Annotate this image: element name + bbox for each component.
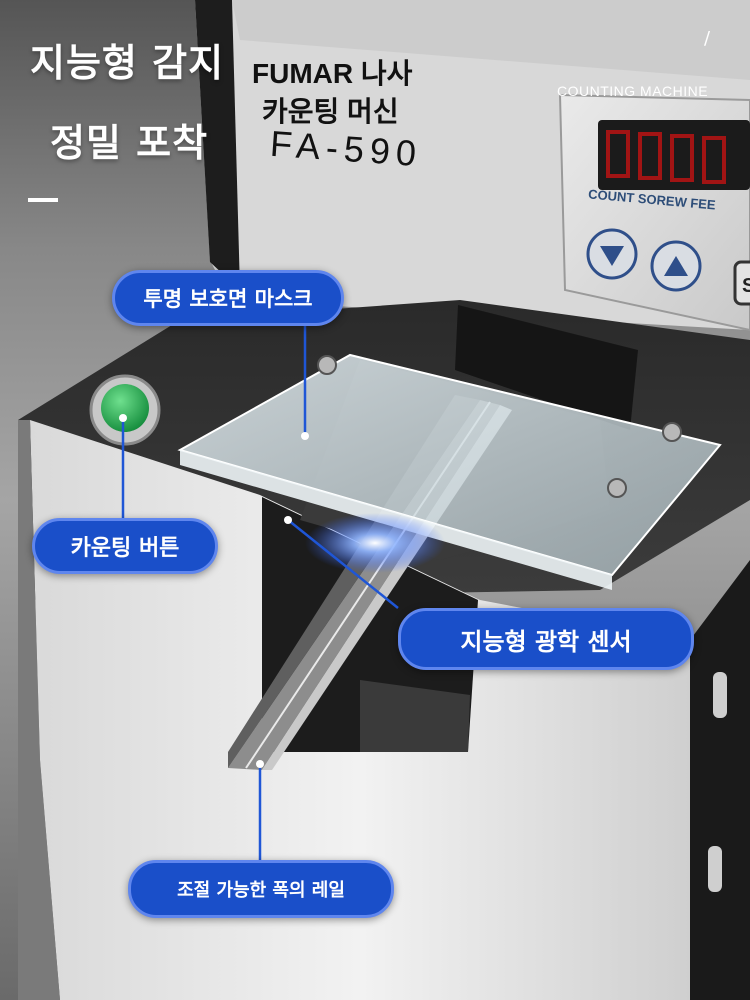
leader-line-sensor [287,519,399,609]
sensor-glow [305,513,445,573]
callout-adjustable-rail: 조절 가능한 폭의 레일 [128,860,394,918]
green-counting-button [89,374,161,446]
counting-machine-title: COUNTING MACHINE [557,83,709,99]
product-label: 카운팅 머신 [262,96,399,127]
brand-label: FUMAR 나사 [252,58,413,89]
headline-line-2: 정밀 포착 [50,121,209,165]
callout-counting-button: 카운팅 버튼 [32,518,218,574]
callout-optical-sensor: 지능형 광학 센서 [398,608,694,670]
slash-mark: / [704,28,711,49]
screw-icon [607,478,627,498]
screw-icon [662,422,682,442]
screw-icon [317,355,337,375]
headline-divider [28,198,58,202]
callout-protective-mask: 투명 보호면 마스크 [112,270,344,326]
svg-text:S: S [742,275,750,297]
control-panel: S [558,93,750,332]
headline-line-1: 지능형 감지 [30,41,225,85]
